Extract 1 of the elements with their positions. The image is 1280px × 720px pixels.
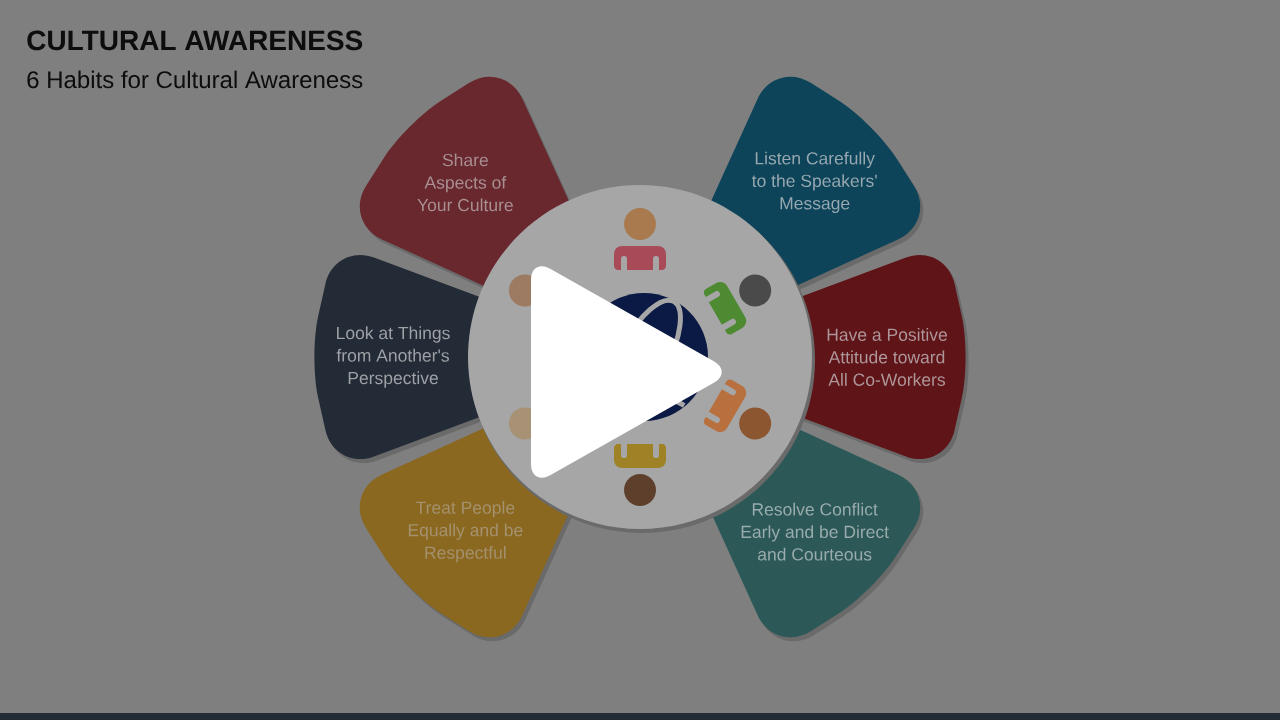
- slide-title: CULTURAL AWARENESS: [27, 30, 363, 51]
